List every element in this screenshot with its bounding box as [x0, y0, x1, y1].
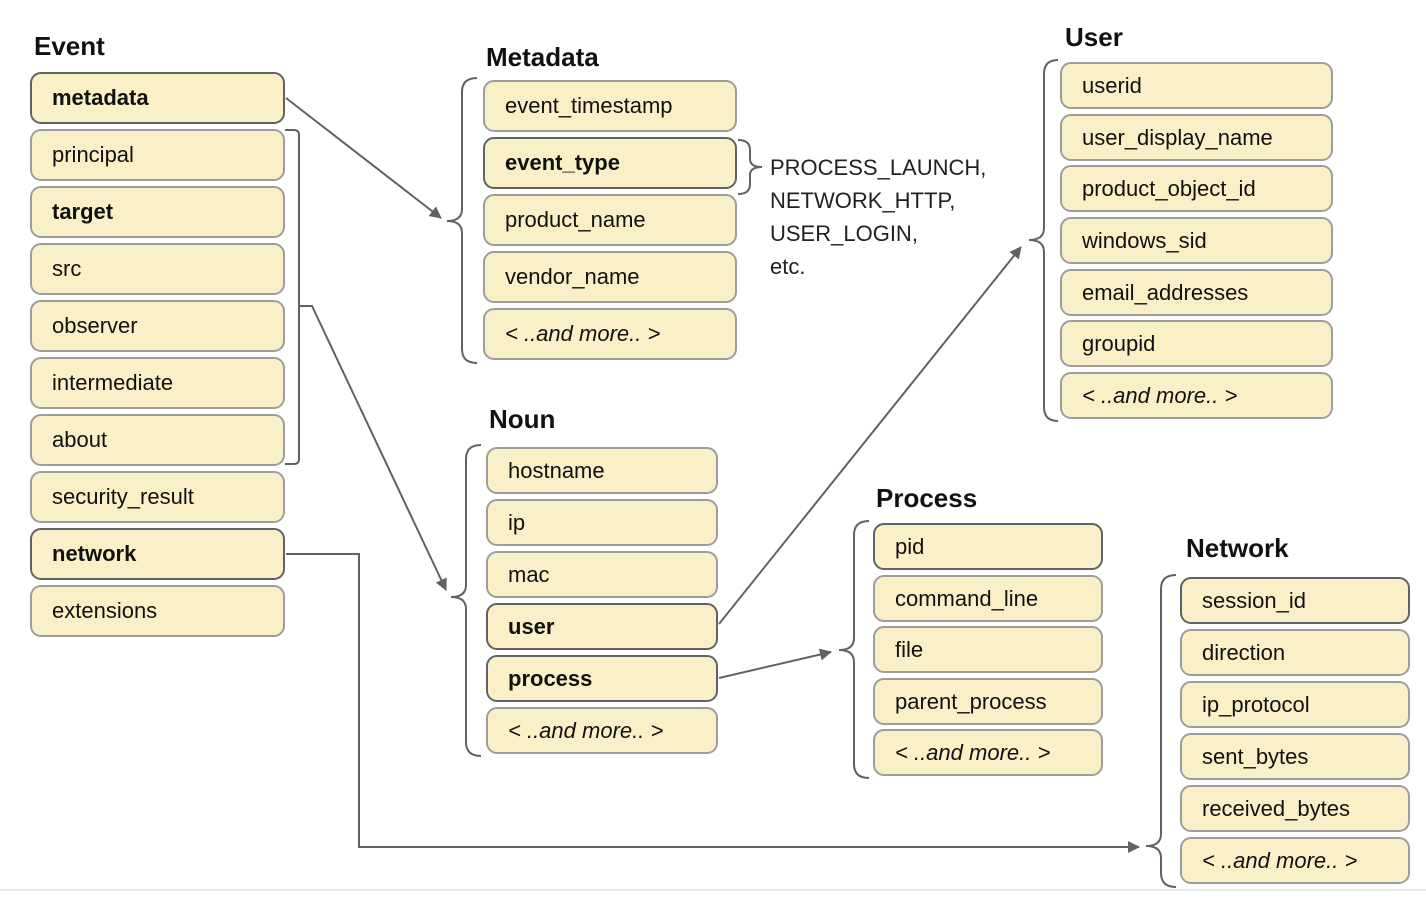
- arrow-user-to-user-group: [718, 246, 1022, 625]
- field-noun-hostname: hostname: [486, 447, 718, 494]
- field-user-and-more: < ..and more.. >: [1060, 372, 1333, 419]
- field-event-network: network: [30, 528, 285, 580]
- group-title-metadata: Metadata: [486, 42, 599, 72]
- field-user-windows-sid: windows_sid: [1060, 217, 1333, 264]
- field-metadata-vendor-name: vendor_name: [483, 251, 737, 303]
- arrow-nouns-to-noun-group: [299, 305, 447, 591]
- field-noun-ip: ip: [486, 499, 718, 546]
- event-nouns-bracket: [285, 129, 300, 465]
- field-process-pid: pid: [873, 523, 1103, 570]
- field-metadata-and-more: < ..and more.. >: [483, 308, 737, 360]
- field-network-and-more: < ..and more.. >: [1180, 837, 1410, 884]
- field-user-user-display-name: user_display_name: [1060, 114, 1333, 161]
- field-metadata-event-type: event_type: [483, 137, 737, 189]
- field-noun-user: user: [486, 603, 718, 650]
- event-type-values-annotation: PROCESS_LAUNCH, NETWORK_HTTP, USER_LOGIN…: [770, 151, 986, 283]
- field-process-parent-process: parent_process: [873, 678, 1103, 725]
- field-process-file: file: [873, 626, 1103, 673]
- group-title-network: Network: [1186, 533, 1289, 563]
- arrow-network-to-network-group: [286, 553, 1140, 853]
- field-event-security-result: security_result: [30, 471, 285, 523]
- annotation-line: etc.: [770, 254, 806, 279]
- annotation-line: NETWORK_HTTP,: [770, 188, 956, 213]
- group-title-user: User: [1065, 22, 1123, 52]
- annotation-line: PROCESS_LAUNCH,: [770, 155, 987, 180]
- field-noun-mac: mac: [486, 551, 718, 598]
- noun-group-brace: [450, 444, 482, 757]
- field-event-principal: principal: [30, 129, 285, 181]
- field-process-command-line: command_line: [873, 575, 1103, 622]
- field-noun-process: process: [486, 655, 718, 702]
- field-user-email-addresses: email_addresses: [1060, 269, 1333, 316]
- field-network-session-id: session_id: [1180, 577, 1410, 624]
- field-metadata-event-timestamp: event_timestamp: [483, 80, 737, 132]
- field-metadata-product-name: product_name: [483, 194, 737, 246]
- process-group-brace: [838, 520, 870, 779]
- field-event-extensions: extensions: [30, 585, 285, 637]
- field-event-intermediate: intermediate: [30, 357, 285, 409]
- field-event-observer: observer: [30, 300, 285, 352]
- group-title-event: Event: [34, 31, 105, 61]
- field-noun-and-more: < ..and more.. >: [486, 707, 718, 754]
- field-event-metadata: metadata: [30, 72, 285, 124]
- event-type-values-brace: [737, 139, 763, 195]
- field-process-and-more: < ..and more.. >: [873, 729, 1103, 776]
- field-network-sent-bytes: sent_bytes: [1180, 733, 1410, 780]
- field-network-received-bytes: received_bytes: [1180, 785, 1410, 832]
- group-title-noun: Noun: [489, 404, 556, 434]
- field-user-groupid: groupid: [1060, 320, 1333, 367]
- field-event-about: about: [30, 414, 285, 466]
- field-user-product-object-id: product_object_id: [1060, 165, 1333, 212]
- page-bottom-divider: [0, 889, 1426, 891]
- field-event-target: target: [30, 186, 285, 238]
- arrow-metadata-to-metadata-group: [285, 97, 442, 219]
- field-event-src: src: [30, 243, 285, 295]
- group-title-process: Process: [876, 483, 978, 513]
- metadata-group-brace: [446, 77, 478, 364]
- field-network-ip-protocol: ip_protocol: [1180, 681, 1410, 728]
- arrow-process-to-process-group: [718, 648, 832, 679]
- network-group-brace: [1145, 574, 1177, 888]
- field-network-direction: direction: [1180, 629, 1410, 676]
- user-group-brace: [1028, 59, 1059, 422]
- annotation-line: USER_LOGIN,: [770, 221, 918, 246]
- field-user-userid: userid: [1060, 62, 1333, 109]
